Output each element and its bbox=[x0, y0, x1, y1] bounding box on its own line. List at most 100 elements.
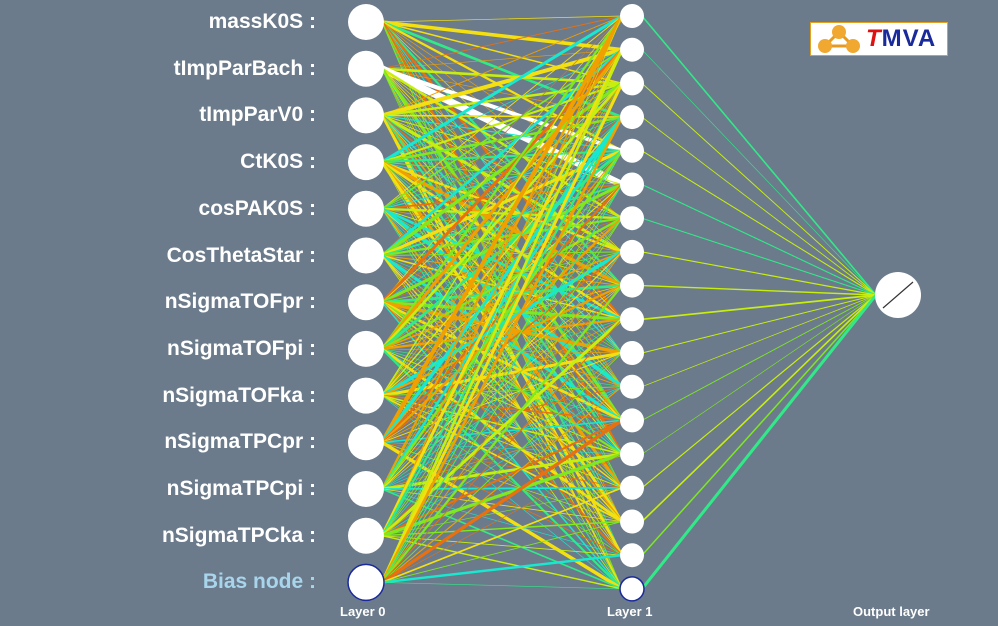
connection-input-10-hidden-4 bbox=[380, 149, 624, 491]
connection-input-2-hidden-3 bbox=[381, 114, 623, 118]
connection-hidden-0-output bbox=[641, 15, 877, 296]
hidden-node-15 bbox=[620, 509, 644, 534]
connection-input-12-hidden-2 bbox=[380, 81, 624, 584]
input-label-11: nSigmaTPCka : bbox=[161, 523, 316, 547]
network-nodes bbox=[347, 4, 921, 602]
connection-input-3-hidden-1 bbox=[381, 49, 623, 163]
connection-hidden-14-output bbox=[641, 294, 877, 489]
hidden-node-5 bbox=[620, 172, 644, 197]
input-label-4: cosPAK0S : bbox=[198, 196, 316, 220]
connection-input-12-hidden-9 bbox=[381, 318, 623, 583]
connection-input-6-hidden-1 bbox=[380, 48, 624, 304]
connection-input-12-hidden-3 bbox=[380, 115, 624, 584]
connection-input-6-hidden-5 bbox=[380, 182, 624, 304]
connection-input-11-hidden-0 bbox=[381, 15, 623, 537]
connection-input-4-hidden-4 bbox=[381, 150, 623, 210]
connection-input-11-hidden-2 bbox=[381, 82, 623, 537]
connection-input-12-hidden-10 bbox=[381, 352, 623, 583]
hidden-node-11 bbox=[620, 374, 644, 399]
connection-input-1-hidden-0 bbox=[381, 15, 623, 70]
connection-input-12-hidden-5 bbox=[381, 183, 623, 583]
input-label-2: tImpParV0 : bbox=[199, 103, 316, 127]
connection-hidden-4-output bbox=[641, 150, 877, 296]
connection-input-6-hidden-6 bbox=[381, 217, 623, 303]
connection-input-12-hidden-16 bbox=[380, 554, 624, 584]
hidden-node-7 bbox=[620, 239, 644, 264]
connection-input-12-hidden-17 bbox=[381, 582, 623, 590]
input-node-3 bbox=[348, 144, 384, 181]
connection-input-10-hidden-2 bbox=[381, 83, 623, 490]
connection-input-6-hidden-2 bbox=[381, 83, 623, 303]
input-label-6: nSigmaTOFpr : bbox=[164, 290, 316, 314]
connection-input-7-hidden-4 bbox=[380, 149, 624, 351]
connection-input-11-hidden-1 bbox=[380, 48, 624, 538]
connection-hidden-10-output bbox=[641, 294, 877, 354]
connection-input-11-hidden-5 bbox=[381, 184, 623, 537]
connection-input-8-hidden-1 bbox=[381, 49, 623, 396]
connection-input-8-hidden-6 bbox=[381, 217, 623, 397]
hidden-node-9 bbox=[620, 307, 644, 332]
input-label-8: nSigmaTOFka : bbox=[162, 383, 316, 407]
connection-input-3-hidden-3 bbox=[380, 115, 624, 164]
connection-input-8-hidden-15 bbox=[381, 394, 623, 523]
tmva-logo-graphic bbox=[818, 25, 860, 53]
connection-input-12-hidden-0 bbox=[381, 15, 623, 583]
connection-input-1-hidden-3 bbox=[381, 68, 623, 118]
connection-input-7-hidden-1 bbox=[380, 48, 624, 351]
hidden-node-2 bbox=[620, 71, 644, 96]
connection-input-10-hidden-1 bbox=[381, 49, 623, 490]
connection-input-2-hidden-1 bbox=[380, 47, 624, 118]
connection-input-4-hidden-1 bbox=[381, 48, 623, 210]
connection-input-12-hidden-12 bbox=[380, 418, 624, 585]
hidden-node-8 bbox=[620, 273, 644, 298]
connection-input-12-hidden-8 bbox=[380, 284, 624, 584]
input-label-7: nSigmaTOFpi : bbox=[167, 336, 316, 360]
connection-hidden-16-output bbox=[641, 294, 877, 556]
connection-hidden-15-output bbox=[641, 294, 877, 523]
input-label-3: CtK0S : bbox=[240, 150, 316, 174]
input-node-11 bbox=[348, 517, 384, 554]
connection-input-12-hidden-1 bbox=[380, 48, 624, 584]
connection-hidden-13-output bbox=[641, 294, 877, 455]
hidden-node-13 bbox=[620, 442, 644, 467]
layer-0-label: Layer 0 bbox=[340, 604, 386, 619]
connection-input-10-hidden-3 bbox=[380, 115, 624, 491]
connection-input-11-hidden-3 bbox=[381, 116, 623, 537]
input-node-5 bbox=[348, 237, 384, 274]
hidden-node-10 bbox=[620, 341, 644, 365]
connection-input-7-hidden-5 bbox=[381, 184, 623, 350]
tmva-logo: TMVA bbox=[810, 22, 948, 56]
connection-input-6-hidden-3 bbox=[381, 116, 623, 303]
connection-input-6-hidden-0 bbox=[381, 15, 623, 303]
hidden-node-4 bbox=[620, 138, 644, 163]
input-node-6 bbox=[348, 284, 384, 321]
hidden-node-1 bbox=[620, 37, 644, 62]
connection-input-11-hidden-4 bbox=[381, 150, 623, 537]
connection-hidden-12-output bbox=[641, 294, 877, 421]
connection-input-9-hidden-2 bbox=[381, 83, 623, 443]
input-node-1 bbox=[348, 50, 384, 87]
connection-input-0-hidden-1 bbox=[380, 20, 624, 52]
connection-input-12-hidden-6 bbox=[381, 217, 623, 583]
connection-hidden-6-output bbox=[641, 217, 877, 296]
connection-hidden-9-output bbox=[641, 294, 877, 321]
connection-input-3-hidden-0 bbox=[380, 14, 624, 164]
connection-hidden-2-output bbox=[641, 82, 877, 296]
tmva-logo-text: TMVA bbox=[866, 25, 937, 52]
connection-input-9-hidden-1 bbox=[381, 49, 623, 443]
connection-input-3-hidden-4 bbox=[380, 149, 624, 164]
connection-input-6-hidden-15 bbox=[381, 301, 623, 522]
bias-node-label: Bias node : bbox=[202, 570, 316, 594]
connection-input-6-hidden-12 bbox=[380, 300, 624, 422]
connection-input-8-hidden-4 bbox=[381, 150, 623, 396]
hidden-node-3 bbox=[620, 105, 644, 130]
connection-input-4-hidden-6 bbox=[380, 207, 624, 220]
connection-input-5-hidden-0 bbox=[381, 15, 623, 256]
hidden-node-0 bbox=[620, 4, 644, 28]
connection-input-8-hidden-0 bbox=[381, 15, 623, 397]
input-node-0 bbox=[348, 4, 384, 40]
connection-input-2-hidden-0 bbox=[381, 15, 623, 116]
connection-input-1-hidden-1 bbox=[381, 49, 623, 70]
connection-hidden-8-output bbox=[641, 284, 877, 296]
connection-input-4-hidden-17 bbox=[381, 208, 623, 590]
